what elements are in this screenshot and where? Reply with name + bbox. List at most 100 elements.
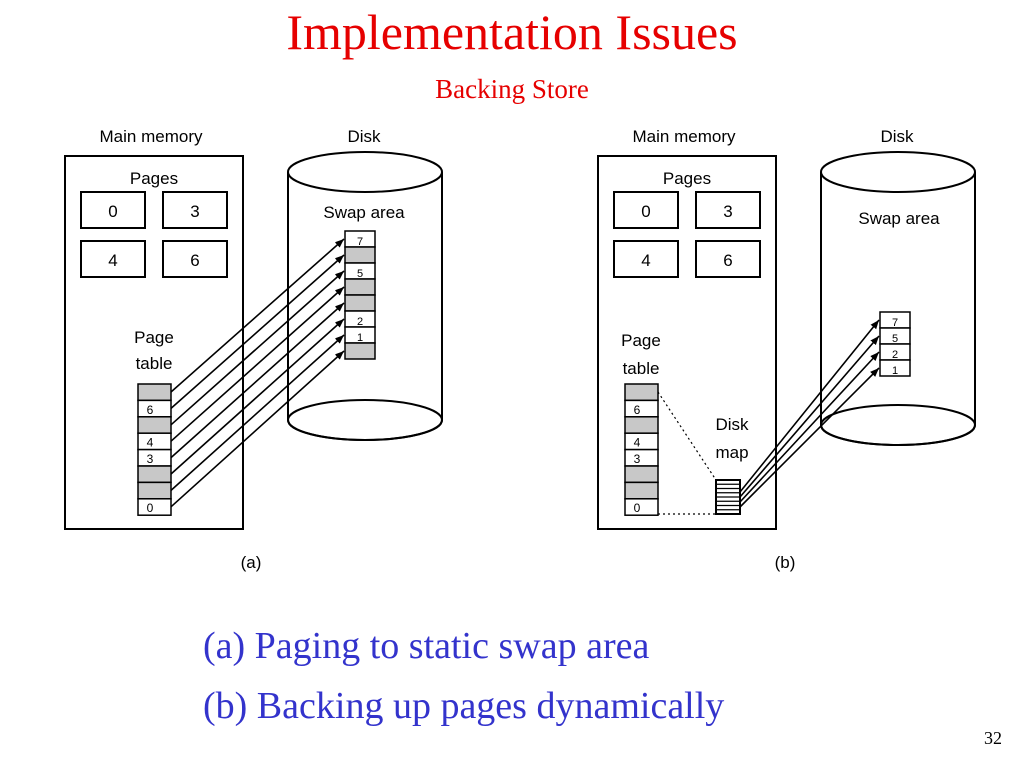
svg-text:1: 1 bbox=[357, 332, 363, 344]
page-table-b: 6 4 3 0 bbox=[624, 383, 659, 516]
svg-text:6: 6 bbox=[634, 403, 641, 417]
svg-text:3: 3 bbox=[190, 202, 199, 221]
swap-slot: 7 bbox=[879, 311, 911, 329]
mapping-arrow bbox=[739, 319, 880, 493]
page-table-entry: 3 bbox=[624, 448, 659, 467]
page-number: 32 bbox=[984, 728, 1002, 748]
disk-cylinder bbox=[820, 151, 976, 446]
swap-slot bbox=[344, 278, 376, 296]
svg-text:3: 3 bbox=[634, 452, 641, 466]
mapping-arrow bbox=[170, 286, 345, 442]
page-table-entry: 0 bbox=[624, 498, 659, 516]
panel-a-label: (a) bbox=[241, 553, 262, 572]
disk-map-label-line1: Disk bbox=[715, 415, 749, 434]
swap-slot: 1 bbox=[879, 359, 911, 377]
swap-slot: 5 bbox=[879, 327, 911, 345]
page-frame: 4 bbox=[613, 240, 679, 278]
svg-text:7: 7 bbox=[892, 317, 898, 329]
svg-text:6: 6 bbox=[190, 251, 199, 270]
slide-title: Implementation Issues bbox=[286, 4, 738, 60]
svg-text:4: 4 bbox=[147, 436, 154, 450]
page-table-entry bbox=[624, 481, 659, 500]
main-memory-label: Main memory bbox=[633, 127, 736, 146]
disk-map-label-line2: map bbox=[715, 443, 748, 462]
mapping-arrow bbox=[739, 335, 880, 498]
page-table-label-line2: table bbox=[136, 354, 173, 373]
swap-area-label: Swap area bbox=[323, 203, 405, 222]
page-table-entry: 6 bbox=[624, 399, 659, 418]
svg-text:4: 4 bbox=[641, 251, 650, 270]
disk-map-arrows-b bbox=[739, 319, 880, 508]
page-table-entry: 4 bbox=[137, 432, 172, 451]
svg-text:2: 2 bbox=[892, 349, 898, 361]
page-frame: 0 bbox=[80, 191, 146, 229]
svg-text:0: 0 bbox=[147, 501, 154, 515]
slide-subtitle: Backing Store bbox=[435, 74, 589, 104]
mapping-arrow bbox=[739, 367, 880, 508]
swap-slot: 2 bbox=[344, 310, 376, 328]
mapping-arrow bbox=[170, 334, 345, 491]
swap-area-label: Swap area bbox=[858, 209, 940, 228]
svg-text:4: 4 bbox=[634, 436, 641, 450]
disk-label: Disk bbox=[347, 127, 381, 146]
caption-b: (b) Backing up pages dynamically bbox=[203, 685, 725, 727]
swap-slot bbox=[344, 294, 376, 312]
page-table-entry bbox=[624, 383, 659, 402]
swap-slot bbox=[344, 246, 376, 264]
page-table-entry: 4 bbox=[624, 432, 659, 451]
swap-slot: 7 bbox=[344, 230, 376, 248]
mapping-arrow bbox=[739, 351, 880, 503]
page-table-label-line2: table bbox=[623, 359, 660, 378]
disk-map bbox=[715, 479, 741, 515]
svg-text:5: 5 bbox=[357, 268, 363, 280]
disk-label: Disk bbox=[880, 127, 914, 146]
page-table-entry bbox=[137, 416, 172, 434]
svg-text:6: 6 bbox=[723, 251, 732, 270]
page-frame: 6 bbox=[695, 240, 761, 278]
panel-b-label: (b) bbox=[775, 553, 796, 572]
swap-area-a: 7 5 2 1 bbox=[344, 230, 376, 360]
swap-area-b: 7 5 2 1 bbox=[879, 311, 911, 377]
main-memory-label: Main memory bbox=[100, 127, 203, 146]
page-table-entry: 0 bbox=[137, 498, 172, 516]
page-table-entry: 3 bbox=[137, 448, 172, 467]
page-table-label-line1: Page bbox=[621, 331, 661, 350]
swap-slot bbox=[344, 342, 376, 360]
page-table-label-line1: Page bbox=[134, 328, 174, 347]
swap-slot: 5 bbox=[344, 262, 376, 280]
svg-text:0: 0 bbox=[641, 202, 650, 221]
page-table-entry: 6 bbox=[137, 399, 172, 418]
svg-text:1: 1 bbox=[892, 365, 898, 377]
svg-text:6: 6 bbox=[147, 403, 154, 417]
caption-a: (a) Paging to static swap area bbox=[203, 625, 650, 667]
mapping-arrow bbox=[170, 318, 345, 475]
swap-slot: 2 bbox=[879, 343, 911, 361]
pages-label: Pages bbox=[663, 169, 711, 188]
panel-a: Main memory Disk Pages 0 3 4 6 Page tabl… bbox=[64, 127, 443, 572]
svg-text:0: 0 bbox=[634, 501, 641, 515]
svg-text:3: 3 bbox=[147, 452, 154, 466]
mapping-arrow bbox=[170, 270, 345, 426]
svg-text:4: 4 bbox=[108, 251, 117, 270]
svg-text:3: 3 bbox=[723, 202, 732, 221]
svg-text:7: 7 bbox=[357, 236, 363, 248]
svg-text:0: 0 bbox=[108, 202, 117, 221]
pages-label: Pages bbox=[130, 169, 178, 188]
mapping-arrow bbox=[170, 302, 345, 459]
mapping-arrow bbox=[170, 254, 345, 409]
svg-text:2: 2 bbox=[357, 316, 363, 328]
page-frame: 3 bbox=[695, 191, 761, 229]
page-frame: 6 bbox=[162, 240, 228, 278]
page-mapping-arrows-a bbox=[170, 238, 345, 508]
page-table-entry bbox=[137, 383, 172, 402]
svg-text:5: 5 bbox=[892, 333, 898, 345]
swap-slot: 1 bbox=[344, 326, 376, 344]
mapping-arrow bbox=[170, 238, 345, 393]
page-table-a: 6 4 3 0 bbox=[137, 383, 172, 516]
page-frame: 4 bbox=[80, 240, 146, 278]
page-table-entry bbox=[137, 481, 172, 500]
panel-b: Main memory Disk Pages 0 3 4 6 Page tabl… bbox=[597, 127, 976, 572]
mapping-arrow bbox=[170, 350, 345, 508]
page-table-entry bbox=[624, 465, 659, 484]
